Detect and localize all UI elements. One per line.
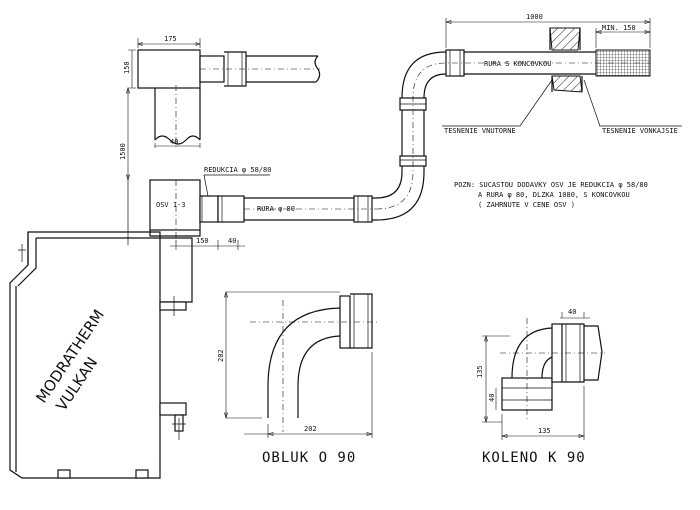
dim-1500-text: 1500 [119,143,127,160]
koleno-dim-40-text: 40 [568,308,576,316]
dim-40-chimney: 40 [154,138,201,148]
obluk-dim-h-text: 202 [217,349,225,362]
wall-section [549,27,583,93]
label-tesnenie-vonkajsie: TESNENIE VONKAJSIE [602,127,678,135]
dim-top: 1000 MIN. 150 [444,13,652,48]
dim-150-left-text: 150 [123,61,131,74]
koleno-title: KOLENO K 90 [482,450,586,466]
label-redukcia: REDUKCIA φ 58/80 [204,166,271,174]
dim-150-base-text: 150 [196,237,209,245]
obluk-title: OBLUK O 90 [262,450,356,466]
obluk-dim-w-text: 202 [304,425,317,433]
flue-pipe [217,49,651,223]
dim-base: 150 40 [170,237,245,250]
chimney-terminal [137,49,321,150]
osv-label: OSV 1-3 [156,201,186,209]
dim-min150-text: MIN. 150 [602,24,636,32]
koleno-elbow: 40 135 40 135 [476,308,605,440]
dim-175-text: 175 [164,35,177,43]
note-line-3: ( ZAHRNUTE V CENE OSV ) [478,201,575,209]
dim-175: 175 [137,35,201,48]
dim-1500: 1500 [119,86,130,182]
dim-40-base-text: 40 [228,237,236,245]
koleno-dim-135-h-text: 135 [538,427,551,435]
dim-40-chimney-text: 40 [170,138,178,146]
note-line-2: A RURA φ 80, DLZKA 1080, S KONCOVKOU [478,191,630,199]
label-tesnenie-vnutorne: TESNENIE VNUTORNE [444,127,516,135]
osv-unit: OSV 1-3 [127,179,219,245]
label-rura-80: RURA φ 80 [257,205,295,213]
note: POZN: SUCASTOU DODAVKY OSV JE REDUKCIA φ… [454,181,648,209]
koleno-dim-135-v-text: 135 [476,365,484,378]
note-line-1: POZN: SUCASTOU DODAVKY OSV JE REDUKCIA φ… [454,181,648,189]
boiler: MODRATHERM VULKAN [9,231,193,479]
dim-1000-text: 1000 [526,13,543,21]
label-rura-s-koncovku: RURA S KONCOVKOU [484,60,551,68]
obluk-bend: 202 202 [217,290,380,438]
koleno-dim-40-v-text: 40 [488,394,496,402]
dim-150-left: 150 [123,49,136,89]
